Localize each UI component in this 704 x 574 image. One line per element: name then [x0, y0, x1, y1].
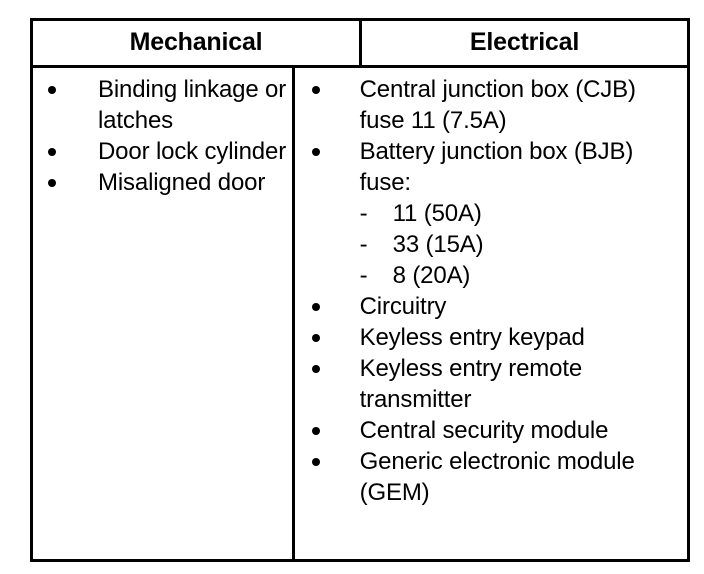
sub-list-item-label: 8 (20A)	[392, 262, 471, 289]
bullet-icon	[311, 148, 320, 156]
table-body-row: Binding linkage or latches Door lock cyl…	[33, 68, 687, 559]
list-item: Central junction box (CJB) fuse 11 (7.5A…	[295, 74, 687, 136]
sub-list-item-label: 11 (50A)	[392, 200, 482, 227]
sub-list-item-label: 33 (15A)	[392, 231, 484, 258]
list-item-label: Central junction box (CJB) fuse 11 (7.5A…	[359, 76, 636, 134]
list-item-label: Binding linkage or latches	[98, 76, 287, 134]
bullet-icon	[48, 179, 56, 187]
list-item: Circuitry	[295, 291, 687, 322]
table-header-row: Mechanical Electrical	[33, 21, 687, 68]
mechanical-cause-list: Binding linkage or latches Door lock cyl…	[33, 74, 292, 198]
bullet-icon	[311, 303, 320, 311]
bullet-icon	[48, 86, 56, 94]
bullet-icon	[48, 148, 56, 156]
dash-icon: -	[359, 231, 368, 258]
bullet-icon	[311, 86, 320, 94]
list-item-label: Central security module	[359, 417, 609, 444]
list-item: Central security module	[295, 415, 687, 446]
list-item-label: Misaligned door	[98, 169, 266, 196]
dash-icon: -	[359, 262, 368, 289]
sub-list-item: - 11 (50A)	[360, 198, 687, 229]
list-item: Keyless entry keypad	[295, 322, 687, 353]
bullet-icon	[311, 365, 320, 373]
column-body-electrical: Central junction box (CJB) fuse 11 (7.5A…	[295, 68, 687, 559]
sub-list-item: - 33 (15A)	[360, 229, 687, 260]
list-item: Generic electronic module (GEM)	[295, 446, 687, 508]
list-item-label: Circuitry	[359, 293, 447, 320]
list-item-label: Keyless entry keypad	[359, 324, 585, 351]
list-item-label: Keyless entry remote transmitter	[359, 355, 583, 413]
bjb-fuse-sublist: - 11 (50A) - 33 (15A) - 8 (20A)	[360, 198, 687, 291]
list-item: Misaligned door	[33, 167, 292, 198]
list-item-label: Generic electronic module (GEM)	[359, 448, 635, 506]
bullet-icon	[311, 458, 320, 466]
list-item: Keyless entry remote transmitter	[295, 353, 687, 415]
list-item: Binding linkage or latches	[33, 74, 292, 136]
electrical-cause-list: Central junction box (CJB) fuse 11 (7.5A…	[295, 74, 687, 508]
comparison-table: Mechanical Electrical Binding linkage or…	[30, 18, 690, 562]
list-item: Battery junction box (BJB) fuse: - 11 (5…	[295, 136, 687, 291]
bullet-icon	[311, 334, 320, 342]
column-header-mechanical: Mechanical	[33, 21, 362, 65]
column-header-electrical: Electrical	[469, 27, 580, 56]
column-body-mechanical: Binding linkage or latches Door lock cyl…	[33, 68, 295, 559]
list-item: Door lock cylinder	[33, 136, 292, 167]
sub-list-item: - 8 (20A)	[360, 260, 687, 291]
dash-icon: -	[359, 200, 368, 227]
list-item-label: Door lock cylinder	[98, 138, 287, 165]
list-item-label: Battery junction box (BJB) fuse:	[359, 138, 634, 196]
bullet-icon	[311, 427, 320, 435]
